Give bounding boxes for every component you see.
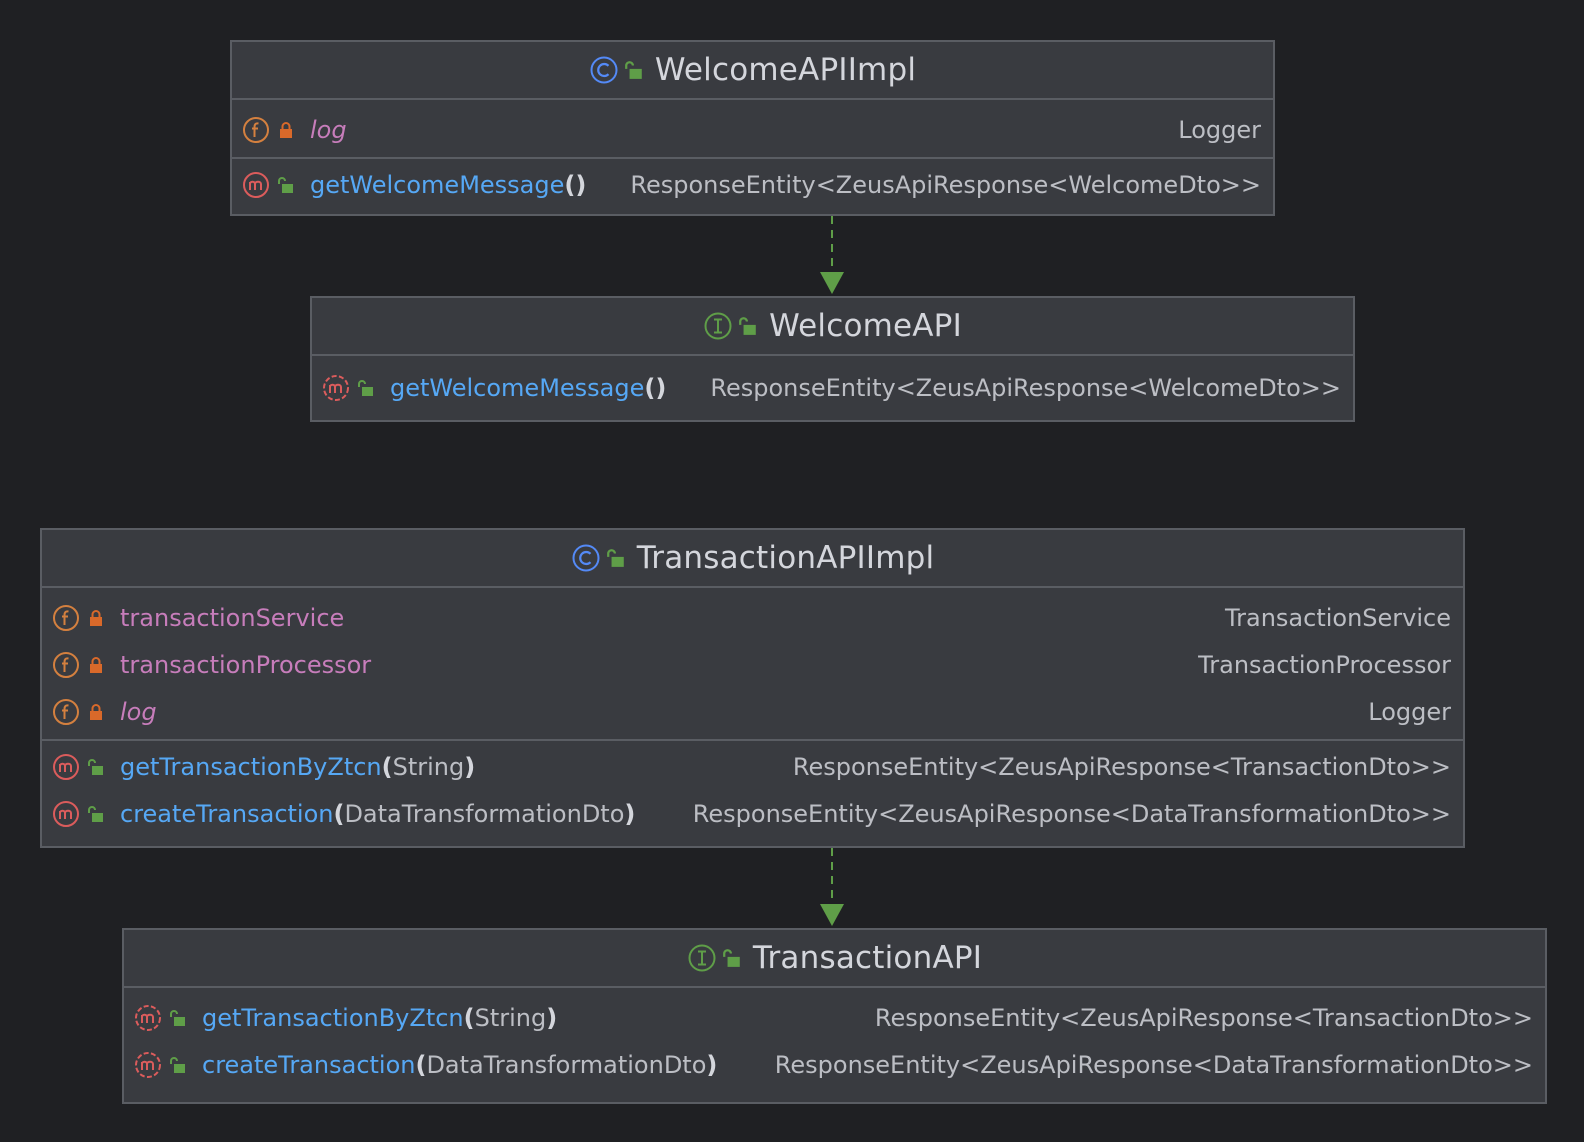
methods-section: getWelcomeMessage() ResponseEntity<ZeusA… bbox=[312, 356, 1353, 417]
method-open-paren: ( bbox=[564, 170, 576, 199]
abstract-method-icon bbox=[134, 1004, 162, 1032]
method-name: createTransaction bbox=[120, 799, 334, 828]
public-lock-icon bbox=[625, 60, 643, 80]
abstract-method-icon bbox=[134, 1051, 162, 1079]
method-return-type: ResponseEntity<ZeusApiResponse<DataTrans… bbox=[692, 799, 1451, 828]
method-name: createTransaction bbox=[202, 1050, 416, 1079]
method-close-paren: ) bbox=[464, 752, 476, 781]
method-open-paren: ( bbox=[463, 1003, 475, 1032]
method-row[interactable]: createTransaction(DataTransformationDto)… bbox=[124, 1041, 1545, 1088]
arrowhead-welcomeapi bbox=[820, 272, 844, 294]
public-lock-icon bbox=[723, 948, 741, 968]
node-title: TransactionAPI bbox=[752, 940, 983, 976]
field-icon bbox=[52, 698, 80, 726]
methods-section: getWelcomeMessage() ResponseEntity<ZeusA… bbox=[232, 157, 1273, 212]
public-lock-icon bbox=[170, 1056, 186, 1074]
public-lock-icon bbox=[358, 379, 374, 397]
class-node-transactionapiimpl[interactable]: TransactionAPIImpl transactionService Tr… bbox=[40, 528, 1465, 848]
public-lock-icon bbox=[170, 1009, 186, 1027]
field-name: transactionProcessor bbox=[120, 650, 372, 679]
method-return-type: ResponseEntity<ZeusApiResponse<WelcomeDt… bbox=[630, 170, 1261, 199]
method-params: DataTransformationDto bbox=[344, 799, 625, 828]
method-open-paren: ( bbox=[381, 752, 393, 781]
method-icon bbox=[52, 800, 80, 828]
class-icon bbox=[589, 55, 619, 85]
private-lock-icon bbox=[88, 656, 104, 674]
method-icon bbox=[242, 171, 270, 199]
abstract-method-icon bbox=[322, 374, 350, 402]
node-title: WelcomeAPIImpl bbox=[654, 52, 917, 88]
field-name: transactionService bbox=[120, 603, 345, 632]
method-return-type: ResponseEntity<ZeusApiResponse<WelcomeDt… bbox=[710, 373, 1341, 402]
method-name: getWelcomeMessage bbox=[310, 170, 565, 199]
method-close-paren: ) bbox=[624, 799, 636, 828]
field-row[interactable]: log Logger bbox=[232, 106, 1273, 153]
interface-icon bbox=[703, 311, 733, 341]
fields-section: log Logger bbox=[232, 100, 1273, 157]
fields-section: transactionService TransactionService tr… bbox=[42, 588, 1463, 739]
public-lock-icon bbox=[739, 316, 757, 336]
method-row[interactable]: getWelcomeMessage() ResponseEntity<ZeusA… bbox=[232, 161, 1273, 208]
private-lock-icon bbox=[88, 703, 104, 721]
method-row[interactable]: getTransactionByZtcn(String) ResponseEnt… bbox=[42, 743, 1463, 790]
method-params: String bbox=[392, 752, 465, 781]
method-params: String bbox=[474, 1003, 547, 1032]
public-lock-icon bbox=[278, 176, 294, 194]
method-close-paren: ) bbox=[706, 1050, 718, 1079]
public-lock-icon bbox=[607, 548, 625, 568]
method-row[interactable]: createTransaction(DataTransformationDto)… bbox=[42, 790, 1463, 837]
method-params: DataTransformationDto bbox=[426, 1050, 707, 1079]
interface-icon bbox=[687, 943, 717, 973]
private-lock-icon bbox=[278, 121, 294, 139]
methods-section: getTransactionByZtcn(String) ResponseEnt… bbox=[124, 988, 1545, 1092]
private-lock-icon bbox=[88, 609, 104, 627]
method-return-type: ResponseEntity<ZeusApiResponse<DataTrans… bbox=[774, 1050, 1533, 1079]
method-return-type: ResponseEntity<ZeusApiResponse<Transacti… bbox=[792, 752, 1451, 781]
method-name: getTransactionByZtcn bbox=[120, 752, 382, 781]
node-header: WelcomeAPIImpl bbox=[232, 42, 1273, 100]
method-close-paren: ) bbox=[655, 373, 667, 402]
field-icon bbox=[52, 604, 80, 632]
arrowhead-transactionapi bbox=[820, 904, 844, 926]
field-icon bbox=[242, 116, 270, 144]
field-type: Logger bbox=[1178, 115, 1261, 144]
node-title: WelcomeAPI bbox=[769, 308, 962, 344]
methods-section: getTransactionByZtcn(String) ResponseEnt… bbox=[42, 739, 1463, 841]
field-type: TransactionService bbox=[1225, 603, 1451, 632]
field-row[interactable]: transactionProcessor TransactionProcesso… bbox=[42, 641, 1463, 688]
method-row[interactable]: getWelcomeMessage() ResponseEntity<ZeusA… bbox=[312, 364, 1353, 411]
field-type: Logger bbox=[1368, 697, 1451, 726]
public-lock-icon bbox=[88, 758, 104, 776]
method-name: getWelcomeMessage bbox=[390, 373, 645, 402]
node-header: TransactionAPI bbox=[124, 930, 1545, 988]
method-close-paren: ) bbox=[546, 1003, 558, 1032]
interface-node-transactionapi[interactable]: TransactionAPI getTransactionByZtcn(Stri… bbox=[122, 928, 1547, 1104]
method-open-paren: ( bbox=[333, 799, 345, 828]
field-name: log bbox=[120, 697, 157, 726]
field-icon bbox=[52, 651, 80, 679]
method-name: getTransactionByZtcn bbox=[202, 1003, 464, 1032]
method-icon bbox=[52, 753, 80, 781]
method-row[interactable]: getTransactionByZtcn(String) ResponseEnt… bbox=[124, 994, 1545, 1041]
class-node-welcomeapiimpl[interactable]: WelcomeAPIImpl log Logger getWelcomeMess… bbox=[230, 40, 1275, 216]
field-name: log bbox=[310, 115, 347, 144]
method-close-paren: ) bbox=[575, 170, 587, 199]
public-lock-icon bbox=[88, 805, 104, 823]
field-row[interactable]: log Logger bbox=[42, 688, 1463, 735]
method-open-paren: ( bbox=[415, 1050, 427, 1079]
field-row[interactable]: transactionService TransactionService bbox=[42, 594, 1463, 641]
class-icon bbox=[571, 543, 601, 573]
field-type: TransactionProcessor bbox=[1198, 650, 1451, 679]
interface-node-welcomeapi[interactable]: WelcomeAPI getWelcomeMessage() ResponseE… bbox=[310, 296, 1355, 422]
node-header: WelcomeAPI bbox=[312, 298, 1353, 356]
method-return-type: ResponseEntity<ZeusApiResponse<Transacti… bbox=[874, 1003, 1533, 1032]
node-header: TransactionAPIImpl bbox=[42, 530, 1463, 588]
node-title: TransactionAPIImpl bbox=[636, 540, 935, 576]
method-open-paren: ( bbox=[644, 373, 656, 402]
